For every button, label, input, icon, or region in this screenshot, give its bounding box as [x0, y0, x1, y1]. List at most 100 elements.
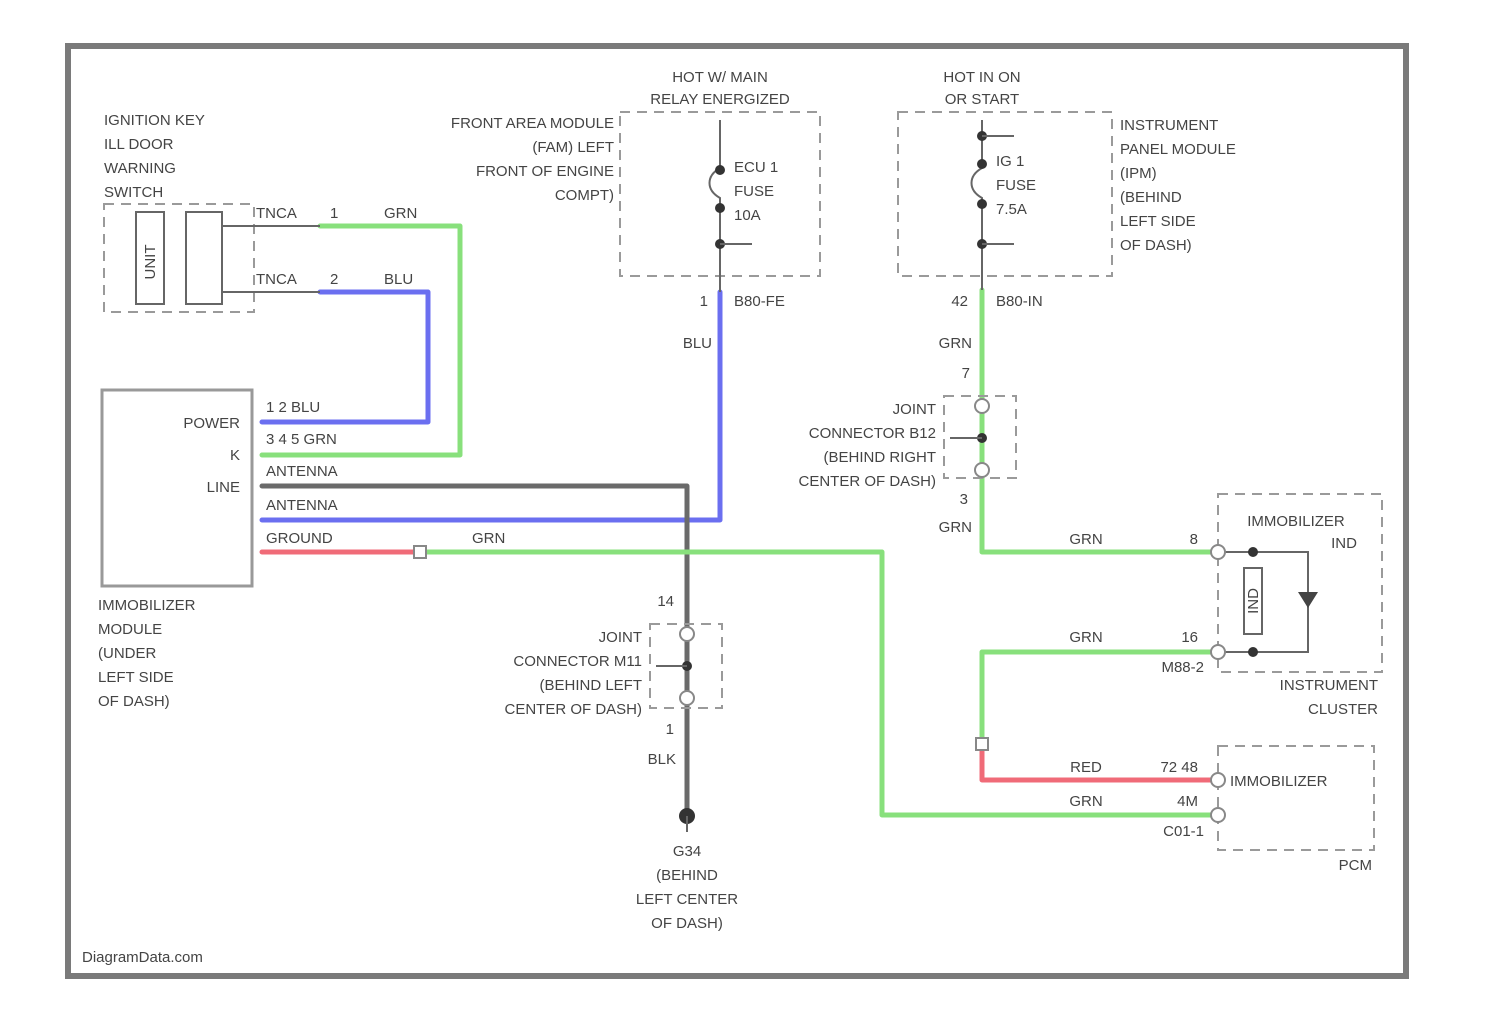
cluster-node-bot [1248, 647, 1258, 657]
cluster-footer-1: INSTRUMENT [1280, 677, 1378, 694]
fam-node-mid [715, 203, 725, 213]
key-switch-pin2: 2 [330, 271, 338, 288]
module-grn-label: GRN [472, 530, 505, 547]
key-switch-title-2: ILL DOOR [104, 136, 174, 153]
fam-pin: 1 [700, 293, 708, 310]
fam-connector: B80-FE [734, 293, 785, 310]
module-label-k: K [230, 447, 240, 464]
key-switch-title-1: IGNITION KEY [104, 112, 205, 129]
ipm-module-4: (BEHIND [1120, 189, 1182, 206]
cluster-grn-mid: GRN [1069, 629, 1102, 646]
ipm-node-mid2 [977, 199, 987, 209]
joint-m-pin-top [680, 627, 694, 641]
ipm-module-6: OF DASH) [1120, 237, 1192, 254]
pcm-grn-label: GRN [1069, 793, 1102, 810]
module-label-power: POWER [183, 415, 240, 432]
key-switch-unit-label: UNIT [142, 245, 159, 280]
cluster-inner-label: IND [1245, 588, 1262, 614]
joint-m-title-4: CENTER OF DASH) [504, 701, 642, 718]
pcm-pin-red [1211, 773, 1225, 787]
fam-fuse-1: ECU 1 [734, 159, 778, 176]
joint-m-pin-bottom [680, 691, 694, 705]
cluster-pin-bottom-label: 16 [1181, 629, 1198, 646]
cluster-node-top [1248, 547, 1258, 557]
joint-b-pin-bottom [975, 463, 989, 477]
pcm-title: IMMOBILIZER [1230, 773, 1328, 790]
pcm-red-pin: 72 48 [1160, 759, 1198, 776]
joint-m-top-pin: 14 [657, 593, 674, 610]
ipm-node-mid1 [977, 159, 987, 169]
cluster-title: IMMOBILIZER [1247, 513, 1345, 530]
ipm-hot-2: OR START [945, 91, 1019, 108]
module-wire-label-2: 3 4 5 GRN [266, 431, 337, 448]
ipm-fuse-1: IG 1 [996, 153, 1024, 170]
ipm-module-1: INSTRUMENT [1120, 117, 1218, 134]
fam-module-1: FRONT AREA MODULE [451, 115, 614, 132]
ipm-connector: B80-IN [996, 293, 1043, 310]
joint-b-top-color: GRN [939, 335, 972, 352]
ipm-fuse-3: 7.5A [996, 201, 1027, 218]
key-switch-pin1-conn: TNCA [256, 205, 297, 222]
module-title-4: LEFT SIDE [98, 669, 174, 686]
module-title-5: OF DASH) [98, 693, 170, 710]
key-switch-title-4: SWITCH [104, 184, 163, 201]
ipm-fuse-2: FUSE [996, 177, 1036, 194]
joint-m-title-2: CONNECTOR M11 [513, 653, 642, 670]
fam-module-2: (FAM) LEFT [532, 139, 614, 156]
key-switch-pin1: 1 [330, 205, 338, 222]
pcm-connector: C01-1 [1163, 823, 1204, 840]
cluster-grn-top: GRN [1069, 531, 1102, 548]
joint-m-bottom-color: BLK [648, 751, 676, 768]
module-wire-label-4: ANTENNA [266, 497, 338, 514]
module-wire-label-1: 1 2 BLU [266, 399, 320, 416]
ipm-pin: 42 [951, 293, 968, 310]
fam-fuse-2: FUSE [734, 183, 774, 200]
joint-m-title-3: (BEHIND LEFT [539, 677, 642, 694]
fam-fuse-3: 10A [734, 207, 761, 224]
fam-hot-2: RELAY ENERGIZED [650, 91, 790, 108]
module-wire-label-3: ANTENNA [266, 463, 338, 480]
cluster-sub: IND [1331, 535, 1357, 552]
ipm-module-2: PANEL MODULE [1120, 141, 1236, 158]
cluster-connector: M88-2 [1161, 659, 1204, 676]
joint-b-bottom-pin: 3 [960, 491, 968, 508]
joint-b-bottom-color: GRN [939, 519, 972, 536]
cluster-footer-2: CLUSTER [1308, 701, 1378, 718]
joint-b-title-3: (BEHIND RIGHT [824, 449, 937, 466]
fam-hot-1: HOT W/ MAIN [672, 69, 768, 86]
joint-m-bottom-pin: 1 [666, 721, 674, 738]
joint-m-title-1: JOINT [599, 629, 642, 646]
joint-b-pin-top [975, 399, 989, 413]
key-switch-pin1-color: GRN [384, 205, 417, 222]
ground-line-2: (BEHIND [656, 867, 718, 884]
watermark: DiagramData.com [82, 949, 203, 966]
pcm-red-label: RED [1070, 759, 1102, 776]
fam-node-top [715, 165, 725, 175]
module-ground-pin [414, 546, 426, 558]
ground-line-4: OF DASH) [651, 915, 723, 932]
module-wire-label-5: GROUND [266, 530, 333, 547]
ipm-module-5: LEFT SIDE [1120, 213, 1196, 230]
pcm-pin-grn [1211, 808, 1225, 822]
fam-module-4: COMPT) [555, 187, 614, 204]
joint-b-top-pin: 7 [962, 365, 970, 382]
joint-b-title-4: CENTER OF DASH) [798, 473, 936, 490]
module-title-2: MODULE [98, 621, 162, 638]
ipm-hot-1: HOT IN ON [943, 69, 1020, 86]
module-title-1: IMMOBILIZER [98, 597, 196, 614]
pcm-grn-pin: 4M [1177, 793, 1198, 810]
cluster-pin-top [1211, 545, 1225, 559]
cluster-pin-top-label: 8 [1190, 531, 1198, 548]
ground-line-1: G34 [673, 843, 701, 860]
ground-line-3: LEFT CENTER [636, 891, 738, 908]
joint-b-title-2: CONNECTOR B12 [809, 425, 936, 442]
module-title-3: (UNDER [98, 645, 156, 662]
fam-blu-label: BLU [683, 335, 712, 352]
cluster-pin-bottom [1211, 645, 1225, 659]
key-switch-title-3: WARNING [104, 160, 176, 177]
joint-b-title-1: JOINT [893, 401, 936, 418]
key-switch-pin2-conn: TNCA [256, 271, 297, 288]
pcm-footer: PCM [1339, 857, 1372, 874]
module-label-line: LINE [207, 479, 240, 496]
